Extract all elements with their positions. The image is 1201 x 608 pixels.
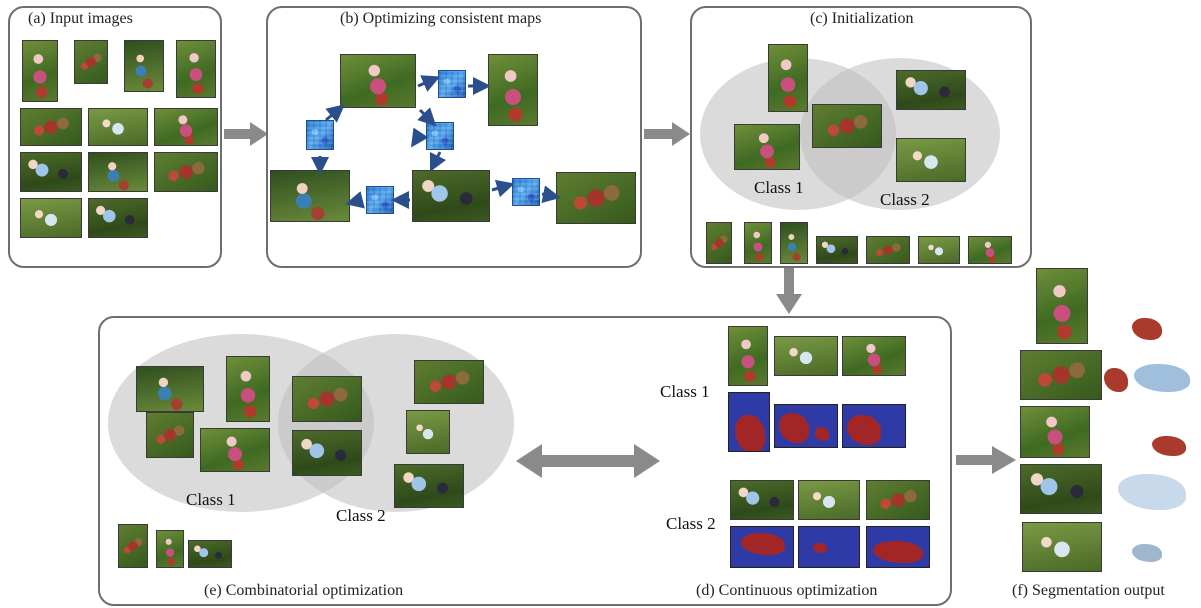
input-image	[154, 108, 218, 146]
d-class-2-image	[730, 480, 794, 520]
panel-e-caption: (e) Combinatorial optimization	[204, 582, 404, 599]
arrow-c-to-d	[776, 268, 802, 314]
class-2-label: Class 2	[336, 506, 386, 525]
map-arrow	[429, 151, 447, 173]
output-image	[1036, 268, 1088, 344]
unassigned-image	[780, 222, 808, 264]
input-image	[20, 198, 82, 238]
class-1-label: Class 1	[186, 490, 236, 509]
panel-f-caption: (f) Segmentation output	[1012, 582, 1165, 599]
d-class-2-segmentation	[798, 526, 860, 568]
correspondence-map	[366, 186, 394, 214]
map-arrow	[325, 104, 345, 123]
d-class-1-image	[842, 336, 906, 376]
panel-a-caption: (a) Input images	[28, 10, 133, 27]
unassigned-image	[968, 236, 1012, 264]
correspondence-map	[426, 122, 454, 150]
map-target-image	[488, 54, 538, 126]
map-arrow	[491, 179, 515, 198]
class-2-image	[896, 138, 966, 182]
input-image	[88, 108, 148, 146]
output-mask	[1120, 268, 1176, 344]
output-image	[1020, 406, 1090, 458]
output-mask	[1128, 540, 1168, 568]
input-image	[176, 40, 216, 98]
unassigned-image	[188, 540, 232, 568]
unassigned-image	[816, 236, 858, 264]
input-image	[88, 198, 148, 238]
input-image	[88, 152, 148, 192]
map-target-image	[412, 170, 490, 222]
arrow-b-to-c	[644, 122, 690, 146]
double-arrow-e-d	[516, 444, 660, 478]
class-2-image	[292, 376, 362, 422]
unassigned-image	[866, 236, 910, 264]
class-1-label: Class 1	[754, 178, 804, 197]
d-class-1-segmentation	[774, 404, 838, 448]
output-mask	[1112, 466, 1192, 516]
d-class-2-image	[866, 480, 930, 520]
class-2-image	[896, 70, 966, 110]
d-class-1-segmentation	[728, 392, 770, 452]
class-2-label: Class 2	[880, 190, 930, 209]
map-arrow	[417, 107, 437, 127]
class-2-image	[292, 430, 362, 476]
unassigned-image	[156, 530, 184, 568]
class-2-image	[812, 104, 882, 148]
class-1-image	[136, 366, 204, 412]
unassigned-image	[118, 524, 148, 568]
output-image	[1022, 522, 1102, 572]
output-mask	[1150, 432, 1190, 460]
class-2-image	[414, 360, 484, 404]
d-class-1-label: Class 1	[660, 382, 710, 401]
output-image	[1020, 464, 1102, 514]
panel-c-caption: (c) Initialization	[810, 10, 914, 27]
unassigned-image	[744, 222, 772, 264]
d-class-2-segmentation	[730, 526, 794, 568]
arrow-a-to-b	[224, 122, 268, 146]
panel-consistent-maps: (b) Optimizing consistent maps	[266, 6, 642, 268]
d-class-2-image	[798, 480, 860, 520]
map-target-image	[270, 170, 350, 222]
map-arrow	[417, 75, 441, 92]
map-arrow	[411, 127, 429, 148]
d-class-1-image	[728, 326, 768, 386]
d-class-1-segmentation	[842, 404, 906, 448]
map-arrow	[541, 185, 561, 204]
unassigned-image	[706, 222, 732, 264]
input-image	[154, 152, 218, 192]
class-1-image	[768, 44, 808, 112]
map-source-image	[340, 54, 416, 108]
input-image	[20, 152, 82, 192]
class-1-image	[226, 356, 270, 422]
class-1-image	[200, 428, 270, 472]
d-class-2-label: Class 2	[666, 514, 716, 533]
input-image	[20, 108, 82, 146]
panel-d-caption: (d) Continuous optimization	[696, 582, 878, 599]
class-1-image	[734, 124, 800, 170]
class-2-image	[406, 410, 450, 454]
map-arrows	[311, 75, 561, 209]
output-mask	[1104, 354, 1196, 400]
output-image	[1020, 350, 1102, 400]
input-image	[22, 40, 58, 102]
panel-b-caption: (b) Optimizing consistent maps	[340, 10, 542, 27]
input-image	[124, 40, 164, 92]
class-1-image	[146, 412, 194, 458]
input-image	[74, 40, 108, 84]
arrow-to-f	[956, 446, 1016, 474]
correspondence-map	[306, 120, 334, 150]
d-class-2-segmentation	[866, 526, 930, 568]
class-2-image	[394, 464, 464, 508]
map-arrow	[345, 191, 365, 209]
d-class-1-image	[774, 336, 838, 376]
unassigned-image	[918, 236, 960, 264]
